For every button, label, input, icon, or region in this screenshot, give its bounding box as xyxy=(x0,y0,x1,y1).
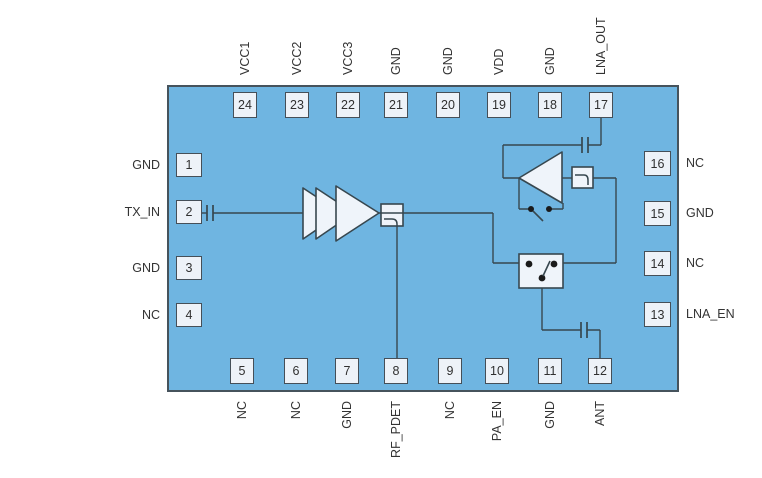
pin-23-box: 23 xyxy=(285,92,309,118)
pin-19-box: 19 xyxy=(487,92,511,118)
pin-12-label: ANT xyxy=(593,401,607,426)
pin-18-number: 18 xyxy=(543,98,557,112)
pin-3-box: 3 xyxy=(176,256,202,280)
pin-20-label: GND xyxy=(441,47,455,75)
pin-11-box: 11 xyxy=(538,358,562,384)
pin-11-number: 11 xyxy=(543,364,557,378)
pin-8-label: RF_PDET xyxy=(389,401,403,458)
pin-14-box: 14 xyxy=(644,251,671,276)
circuit-wires xyxy=(202,118,617,358)
pin-13-box: 13 xyxy=(644,302,671,327)
pin-14-number: 14 xyxy=(650,256,665,271)
pin-1-box: 1 xyxy=(176,153,202,177)
pin-7-number: 7 xyxy=(343,364,351,378)
pin-15-label: GND xyxy=(686,206,714,220)
pin-9-number: 9 xyxy=(446,364,454,378)
pin-2-label: TX_IN xyxy=(124,205,160,219)
pin-6-box: 6 xyxy=(284,358,308,384)
dc-block-capacitor-tx-in-icon xyxy=(206,205,214,221)
pin-23-label: VCC2 xyxy=(290,41,304,75)
pin-8-box: 8 xyxy=(384,358,408,384)
pin-4-number: 4 xyxy=(185,308,193,322)
pin-1-number: 1 xyxy=(185,158,193,172)
pin-18-label: GND xyxy=(543,47,557,75)
pin-16-number: 16 xyxy=(650,156,665,171)
pin-5-number: 5 xyxy=(238,364,246,378)
pin-21-number: 21 xyxy=(389,98,403,112)
pin-15-number: 15 xyxy=(650,206,665,221)
pin-16-label: NC xyxy=(686,156,705,170)
pin-20-number: 20 xyxy=(441,98,455,112)
pin-15-box: 15 xyxy=(644,201,671,226)
pin-10-number: 10 xyxy=(490,364,504,378)
directional-coupler-icon xyxy=(380,203,404,227)
lna-icon xyxy=(518,151,563,204)
pin-4-box: 4 xyxy=(176,303,202,327)
pin-20-box: 20 xyxy=(436,92,460,118)
pin-21-label: GND xyxy=(389,47,403,75)
pin-22-box: 22 xyxy=(336,92,360,118)
pin-24-number: 24 xyxy=(238,98,252,112)
pin-9-box: 9 xyxy=(438,358,462,384)
lna-bypass-switch-icon xyxy=(528,206,552,222)
pin-10-label: PA_EN xyxy=(490,401,504,442)
pin-13-number: 13 xyxy=(650,307,665,322)
chip-body xyxy=(167,85,679,392)
pin-23-number: 23 xyxy=(290,98,304,112)
pin-8-number: 8 xyxy=(392,364,400,378)
pin-3-number: 3 xyxy=(185,261,193,275)
pin-6-label: NC xyxy=(289,401,303,420)
pin-22-number: 22 xyxy=(341,98,355,112)
pin-2-number: 2 xyxy=(185,205,193,219)
pin-12-box: 12 xyxy=(588,358,612,384)
pin-5-label: NC xyxy=(235,401,249,420)
pin-11-label: GND xyxy=(543,401,557,429)
pin-14-label: NC xyxy=(686,256,705,270)
pin-19-label: VDD xyxy=(492,48,506,75)
pin-13-label: LNA_EN xyxy=(686,307,735,321)
antenna-switch-icon xyxy=(518,253,564,289)
pin-18-box: 18 xyxy=(538,92,562,118)
pin-2-box: 2 xyxy=(176,200,202,224)
pin-19-number: 19 xyxy=(492,98,506,112)
pin-24-label: VCC1 xyxy=(238,41,252,75)
pin-22-label: VCC3 xyxy=(341,41,355,75)
pin-21-box: 21 xyxy=(384,92,408,118)
pin-1-label: GND xyxy=(132,158,160,172)
pin-17-number: 17 xyxy=(594,98,608,112)
dc-block-capacitor-lna-out-icon xyxy=(581,137,589,153)
pin-3-label: GND xyxy=(132,261,160,275)
pin-6-number: 6 xyxy=(292,364,300,378)
dc-block-capacitor-ant-icon xyxy=(580,322,588,338)
pin-10-box: 10 xyxy=(485,358,509,384)
pin-12-number: 12 xyxy=(593,364,607,378)
power-amplifier-icon xyxy=(302,185,380,242)
pin-17-box: 17 xyxy=(589,92,613,118)
pin-17-label: LNA_OUT xyxy=(594,17,608,75)
pin-5-box: 5 xyxy=(230,358,254,384)
pin-7-box: 7 xyxy=(335,358,359,384)
pin-7-label: GND xyxy=(340,401,354,429)
pin-24-box: 24 xyxy=(233,92,257,118)
pin-9-label: NC xyxy=(443,401,457,420)
pin-16-box: 16 xyxy=(644,151,671,176)
pin-4-label: NC xyxy=(141,308,160,322)
lna-filter-icon xyxy=(571,166,594,189)
